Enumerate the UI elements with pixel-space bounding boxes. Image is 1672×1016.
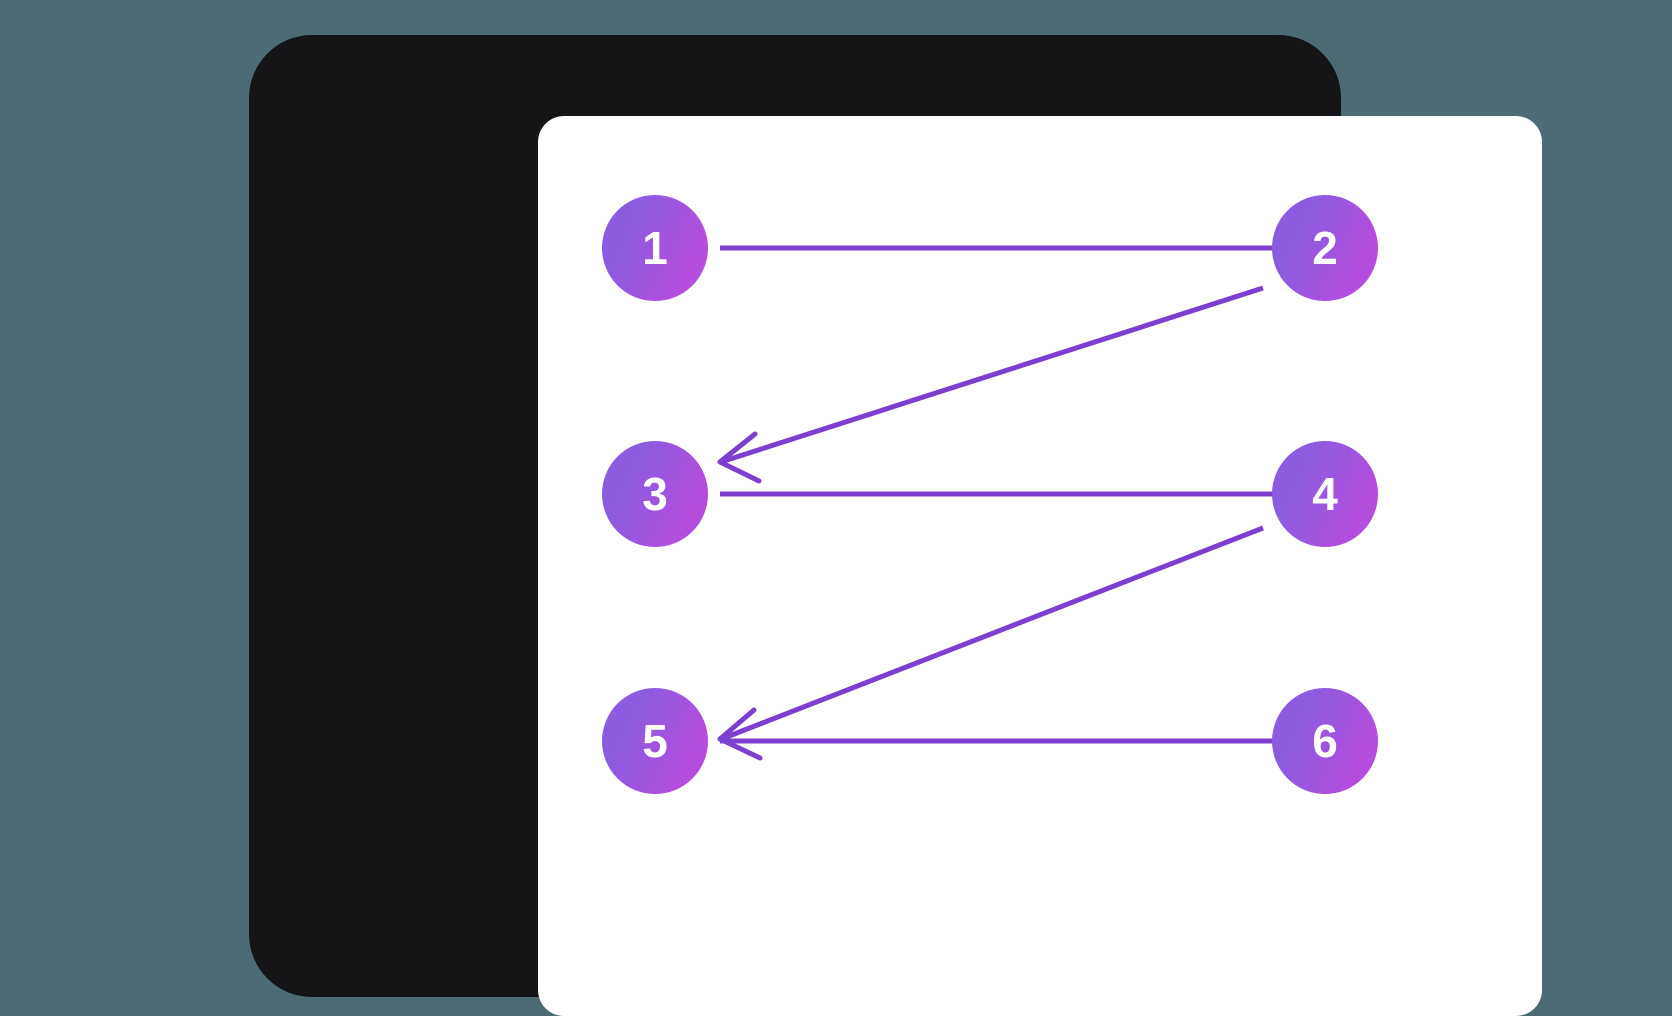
edge-4-to-5 bbox=[717, 525, 1264, 761]
node-4[interactable]: 4 bbox=[1272, 441, 1378, 547]
node-3-label: 3 bbox=[642, 468, 668, 520]
edge-2-to-3 bbox=[717, 285, 1264, 484]
node-2[interactable]: 2 bbox=[1272, 195, 1378, 301]
screenshot-stage: 1 2 3 4 5 6 bbox=[250, 36, 1542, 1016]
node-1[interactable]: 1 bbox=[602, 195, 708, 301]
node-1-label: 1 bbox=[642, 222, 668, 274]
edge-2-to-3-line bbox=[723, 285, 1264, 464]
node-5-label: 5 bbox=[642, 715, 668, 767]
node-4-label: 4 bbox=[1312, 468, 1338, 520]
edge-5-to-6 bbox=[720, 717, 1331, 765]
node-6-label: 6 bbox=[1312, 715, 1338, 767]
device-screen: 1 2 3 4 5 6 bbox=[538, 116, 1542, 1016]
node-3[interactable]: 3 bbox=[602, 441, 708, 547]
edge-4-to-5-line bbox=[723, 525, 1264, 741]
node-6[interactable]: 6 bbox=[1272, 688, 1378, 794]
diagram-canvas: 1 2 3 4 5 6 bbox=[538, 116, 1542, 1016]
node-2-label: 2 bbox=[1312, 222, 1338, 274]
node-5[interactable]: 5 bbox=[602, 688, 708, 794]
edge-1-to-2 bbox=[720, 224, 1331, 272]
edge-3-to-4 bbox=[720, 470, 1331, 518]
device-frame: 1 2 3 4 5 6 bbox=[250, 36, 1542, 1016]
edge-2-to-3-arrowhead bbox=[717, 431, 762, 484]
